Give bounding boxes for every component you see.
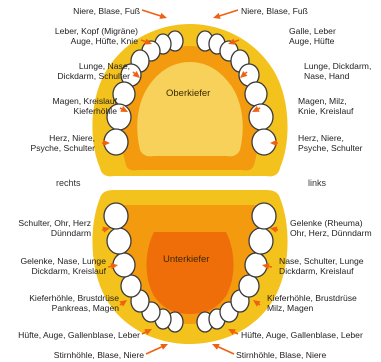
lower-right-label-4: Hüfte, Auge, Gallenblase, Leber — [241, 330, 363, 340]
arrow-links-8 — [259, 304, 260, 305]
label-line: Schulter, Ohr, Herz — [18, 218, 91, 228]
lower-left-label-4: Hüfte, Auge, Gallenblase, Leber — [18, 330, 140, 340]
lower-left-tooth-7 — [249, 228, 273, 254]
label-line: Dickdarm, Kreislauf — [20, 266, 106, 276]
label-line: Nase, Schulter, Lunge — [279, 256, 364, 266]
label-line: Stirnhöhle, Blase, Niere — [54, 350, 144, 360]
upper-right-label-3: Lunge, Dickdarm, Nase, Hand — [304, 61, 371, 82]
lower-right-tooth-5 — [121, 275, 141, 297]
label-line: Nase, Hand — [304, 71, 371, 81]
upper-right-label-5: Herz, Niere, Psyche, Schulter — [298, 133, 362, 154]
arrow-rechts-10 — [146, 347, 162, 354]
lower-right-label-1: Gelenke (Rheuma) Ohr, Herz, Dünndarm — [290, 218, 372, 239]
arrow-links-7 — [269, 266, 272, 267]
label-line: Lunge, Nase, — [57, 61, 130, 71]
label-line: Kieferhöhle, Brustdrüse — [29, 293, 119, 303]
lower-right-label-5: Stirnhöhle, Blase, Niere — [236, 350, 326, 360]
arrow-rechts-3 — [133, 72, 135, 73]
lower-left-label-2: Gelenke, Nase, Lunge Dickdarm, Kreislauf — [20, 256, 106, 277]
label-line: Knie, Kreislauf — [298, 106, 353, 116]
lower-left-tooth-5 — [239, 275, 259, 297]
lower-right-label-2: Nase, Schulter, Lunge Dickdarm, Kreislau… — [279, 256, 364, 277]
arrow-links-3 — [245, 72, 247, 73]
lower-jaw-core — [147, 232, 234, 314]
arrow-links-4 — [258, 108, 260, 109]
label-line: Ohr, Herz, Dünndarm — [290, 228, 372, 238]
upper-left-tooth-7 — [249, 104, 273, 130]
lower-left-label-5: Stirnhöhle, Blase, Niere — [54, 350, 144, 360]
upper-left-label-5: Herz, Niere, Psyche, Schulter — [31, 133, 95, 154]
upper-right-label-1: Niere, Blase, Fuß — [241, 6, 308, 16]
arrow-rechts-1-head — [159, 13, 167, 19]
label-line: Herz, Niere, — [31, 133, 95, 143]
label-line: Herz, Niere, — [298, 133, 362, 143]
upper-left-label-1: Niere, Blase, Fuß — [73, 6, 140, 16]
upper-right-label-2: Galle, Leber Auge, Hüfte — [289, 26, 336, 47]
label-line: Niere, Blase, Fuß — [241, 6, 308, 16]
lower-right-tooth-8 — [104, 203, 128, 229]
label-line: Kieferhöhle — [53, 106, 118, 116]
label-line: Hüfte, Auge, Gallenblase, Leber — [241, 330, 363, 340]
label-line: Milz, Magen — [267, 303, 357, 313]
lower-left-label-1: Schulter, Ohr, Herz Dünndarm — [18, 218, 91, 239]
side-label-right: rechts — [56, 178, 81, 188]
lower-left-tooth-8 — [252, 203, 276, 229]
label-line: Gelenke, Nase, Lunge — [20, 256, 106, 266]
lower-left-label-3: Kieferhöhle, Brustdrüse Pankreas, Magen — [29, 293, 119, 314]
label-line: Psyche, Schulter — [31, 143, 95, 153]
label-line: Dickdarm, Schulter — [57, 71, 130, 81]
arrow-links-1 — [220, 10, 238, 16]
arrow-rechts-1 — [142, 10, 160, 16]
side-label-left: links — [308, 178, 326, 188]
arrow-links-1-head — [213, 13, 221, 19]
arrow-rechts-4 — [120, 108, 122, 109]
upper-left-label-4: Magen, Kreislauf Kieferhöhle — [53, 96, 118, 117]
label-line: Auge, Hüfte — [289, 36, 336, 46]
upper-right-label-4: Magen, Milz, Knie, Kreislauf — [298, 96, 353, 117]
upper-left-label-2: Leber, Kopf (Migräne) Auge, Hüfte, Knie — [55, 26, 138, 47]
label-line: Niere, Blase, Fuß — [73, 6, 140, 16]
label-line: Stirnhöhle, Blase, Niere — [236, 350, 326, 360]
arrow-rechts-8 — [120, 304, 121, 305]
label-line: Galle, Leber — [289, 26, 336, 36]
label-line: Magen, Milz, — [298, 96, 353, 106]
arrow-rechts-7 — [108, 266, 111, 267]
upper-jaw-title: Oberkiefer — [166, 88, 210, 99]
arrow-links-10 — [218, 347, 234, 354]
lower-right-label-3: Kieferhöhle, Brustdrüse Milz, Magen — [267, 293, 357, 314]
label-line: Auge, Hüfte, Knie — [55, 36, 138, 46]
label-line: Magen, Kreislauf — [53, 96, 118, 106]
label-line: Kieferhöhle, Brustdrüse — [267, 293, 357, 303]
upper-left-tooth-6 — [245, 82, 267, 106]
label-line: Hüfte, Auge, Gallenblase, Leber — [18, 330, 140, 340]
label-line: Gelenke (Rheuma) — [290, 218, 372, 228]
label-line: Pankreas, Magen — [29, 303, 119, 313]
label-line: Dünndarm — [18, 228, 91, 238]
label-line: Dickdarm, Kreislauf — [279, 266, 364, 276]
label-line: Leber, Kopf (Migräne) — [55, 26, 138, 36]
upper-left-label-3: Lunge, Nase, Dickdarm, Schulter — [57, 61, 130, 82]
lower-jaw-title: Unterkiefer — [163, 254, 209, 265]
lower-right-tooth-7 — [107, 228, 131, 254]
label-line: Lunge, Dickdarm, — [304, 61, 371, 71]
label-line: Psyche, Schulter — [298, 143, 362, 153]
